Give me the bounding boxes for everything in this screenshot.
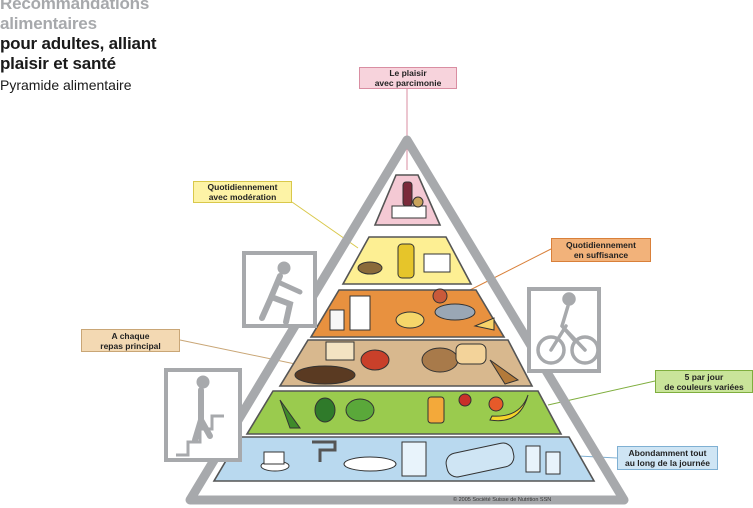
proteins-illustration	[329, 288, 495, 331]
connector-sufficient	[469, 248, 552, 291]
cyclist-panel	[527, 287, 601, 373]
callout-cereals-label: A chaque repas principal	[100, 330, 161, 351]
callout-proteins: Quotidiennement en suffisance	[551, 238, 651, 262]
beverages-illustration	[260, 440, 561, 478]
callout-cereals: A chaque repas principal	[81, 329, 180, 352]
callout-sweets: Le plaisir avec parcimonie	[359, 67, 457, 89]
callout-beverages-label: Abondamment tout au long de la journée	[624, 448, 710, 468]
title-line-2: alimentaires	[0, 14, 97, 33]
title-line-3: pour adultes, alliant	[0, 34, 157, 53]
cyclist-icon	[536, 292, 600, 365]
runner-icon	[259, 261, 303, 325]
title-line-1: Recommandations	[0, 0, 150, 13]
callout-proteins-label: Quotidiennement en suffisance	[566, 240, 636, 260]
callout-fruits-vegetables: 5 par jour de couleurs variées	[655, 370, 753, 393]
cereals-illustration	[294, 341, 520, 385]
title-block: Recommandations alimentaires pour adulte…	[0, 0, 157, 95]
stairs-panel	[164, 368, 242, 462]
fruits-vegetables-illustration	[279, 393, 529, 429]
runner-panel	[242, 251, 317, 328]
copyright-notice: © 2005 Société Suisse de Nutrition SSN	[453, 497, 552, 503]
sweets-illustration	[391, 181, 427, 219]
connector-each-meal	[179, 339, 301, 366]
subtitle: Pyramide alimentaire	[0, 77, 132, 93]
callout-fats-label: Quotidiennement avec modération	[207, 182, 278, 202]
callout-fats: Quotidiennement avec modération	[193, 181, 292, 203]
fats-illustration	[357, 243, 451, 279]
stairs-walker-icon	[176, 375, 224, 457]
callout-fruits-vegetables-label: 5 par jour de couleurs variées	[664, 371, 744, 392]
callout-sweets-label: Le plaisir avec parcimonie	[374, 68, 442, 88]
title-line-4: plaisir et santé	[0, 54, 116, 73]
callout-beverages: Abondamment tout au long de la journée	[617, 446, 718, 470]
